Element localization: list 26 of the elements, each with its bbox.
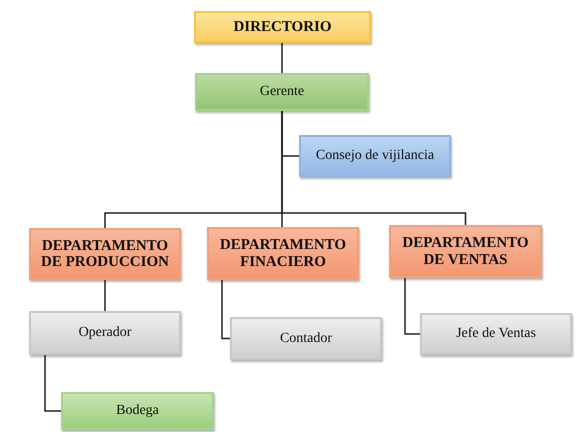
org-box bbox=[194, 11, 371, 43]
connector-line bbox=[221, 280, 230, 340]
box-label: Gerente bbox=[260, 84, 304, 100]
org-box bbox=[29, 311, 181, 355]
org-box bbox=[195, 73, 369, 111]
org-box bbox=[61, 392, 214, 430]
box-label: Operador bbox=[78, 325, 132, 341]
box-label: DEPARTAMENTO DE PRODUCCION bbox=[40, 238, 170, 270]
org-box bbox=[389, 225, 542, 278]
org-box bbox=[29, 228, 181, 280]
org-box bbox=[230, 317, 382, 360]
org-box bbox=[207, 227, 359, 280]
connector-line bbox=[44, 355, 61, 412]
box-label: Bodega bbox=[116, 403, 159, 419]
box-label: Jefe de Ventas bbox=[456, 326, 536, 342]
box-label: DEPARTAMENTO DE VENTAS bbox=[401, 235, 530, 268]
box-label: DEPARTAMENTO FINACIERO bbox=[218, 237, 348, 270]
box-label: Contador bbox=[280, 330, 332, 346]
box-label: DIRECTORIO bbox=[233, 18, 332, 36]
org-box bbox=[299, 135, 451, 177]
connector-line bbox=[281, 111, 466, 225]
box-label: Consejo de vijilancia bbox=[316, 148, 434, 164]
org-box bbox=[420, 313, 572, 355]
connector-line bbox=[104, 280, 106, 311]
connector-line bbox=[404, 278, 420, 335]
connector-line bbox=[281, 43, 283, 73]
